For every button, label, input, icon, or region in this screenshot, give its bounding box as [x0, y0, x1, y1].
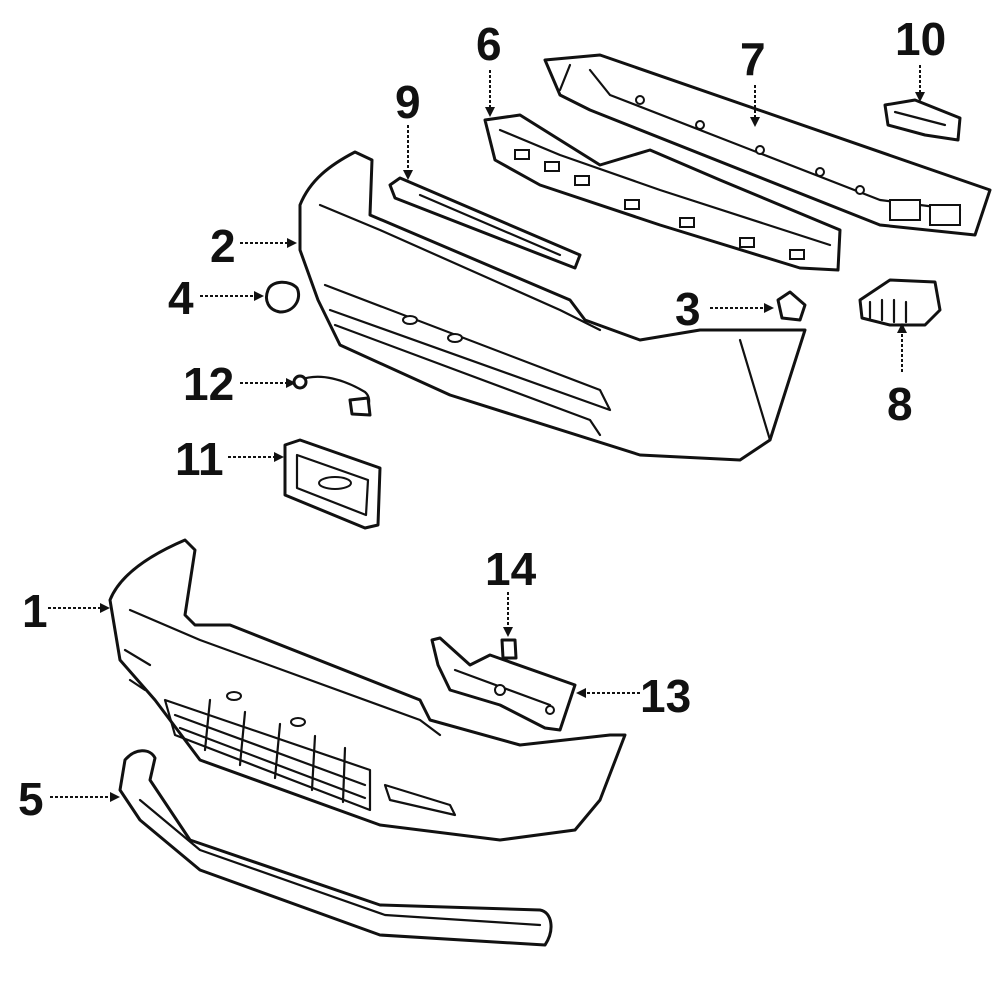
callout-1: 1: [22, 585, 48, 637]
part-5-lower-spoiler[interactable]: [118, 749, 553, 947]
part-9-strip[interactable]: [388, 176, 582, 270]
part-11-plate-bracket[interactable]: [283, 438, 382, 530]
part-12-harness[interactable]: [292, 374, 372, 417]
callout-3: 3: [675, 283, 701, 335]
part-6-energy-absorber[interactable]: [483, 113, 842, 272]
callout-7: 7: [740, 33, 766, 85]
callout-5: 5: [18, 773, 44, 825]
part-7-reinforcement-beam[interactable]: [543, 53, 992, 237]
callout-10: 10: [895, 13, 946, 65]
callout-labels: 1 2 3 4 5 6 7 8 9 10 11 12 13 14: [18, 13, 946, 825]
callout-6: 6: [476, 18, 502, 70]
part-10-bracket[interactable]: [883, 98, 962, 142]
part-2-bumper-cover-upper[interactable]: [298, 150, 807, 462]
part-1-bumper-cover-lower[interactable]: [108, 538, 627, 842]
leader-lines: [48, 65, 925, 802]
callout-9: 9: [395, 76, 421, 128]
part-13-lower-bracket[interactable]: [430, 636, 577, 732]
part-3-clip[interactable]: [776, 290, 807, 322]
part-8-side-bracket[interactable]: [858, 278, 942, 327]
part-14-clip[interactable]: [500, 638, 518, 660]
callout-13: 13: [640, 670, 691, 722]
callout-11: 11: [175, 433, 224, 485]
part-4-cap[interactable]: [265, 280, 301, 314]
callout-14: 14: [485, 543, 537, 595]
callout-4: 4: [168, 272, 194, 324]
callout-2: 2: [210, 220, 236, 272]
callout-12: 12: [183, 358, 234, 410]
callout-8: 8: [887, 378, 913, 430]
